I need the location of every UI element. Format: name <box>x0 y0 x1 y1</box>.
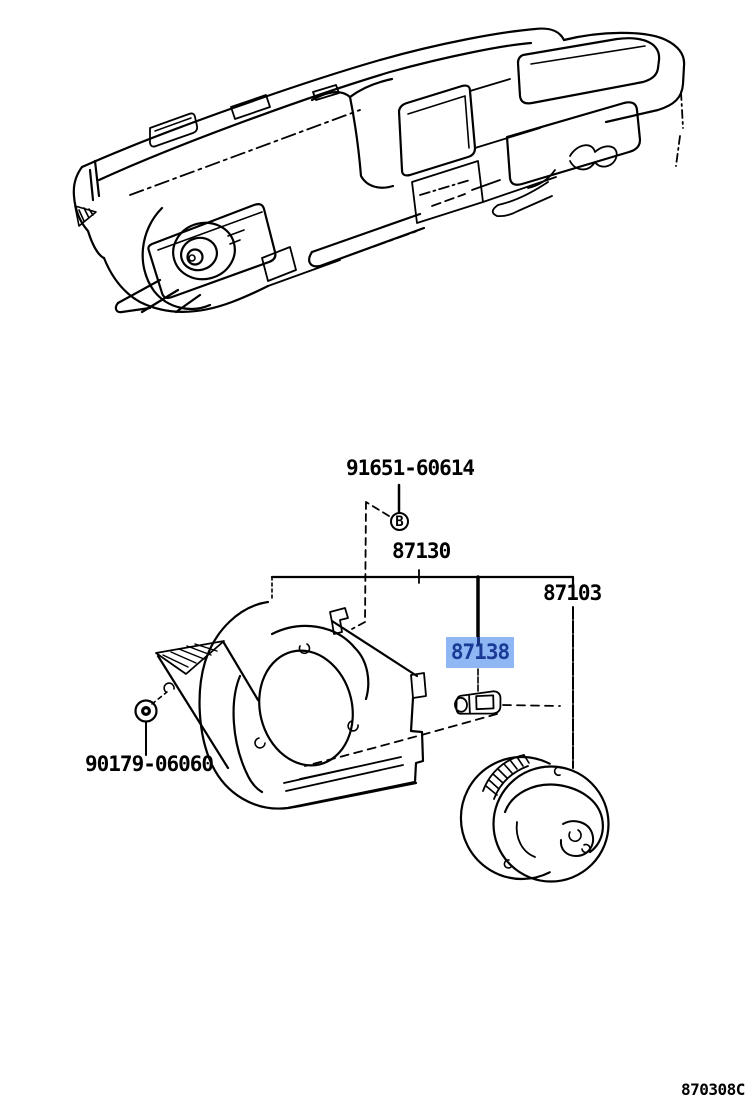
part-number-blower-assembly[interactable]: 87130 <box>392 539 451 563</box>
blower-case-drawing <box>155 600 427 810</box>
part-number-nut[interactable]: 90179-06060 <box>85 752 214 776</box>
instrument-panel-drawing <box>72 27 686 314</box>
part-number-bolt[interactable]: 91651-60614 <box>346 456 475 480</box>
clip-drawing <box>454 690 502 715</box>
part-number-clip-highlighted[interactable]: 87138 <box>446 637 514 668</box>
part-number-motor[interactable]: 87103 <box>543 581 602 605</box>
nut-drawing <box>134 699 158 723</box>
callout-leader-lines <box>145 483 575 769</box>
bolt-marker-letter: B <box>395 513 404 530</box>
bolt-position-marker: B <box>390 512 409 531</box>
blower-motor-drawing <box>459 754 610 883</box>
figure-code: 870308C <box>681 1080 745 1099</box>
